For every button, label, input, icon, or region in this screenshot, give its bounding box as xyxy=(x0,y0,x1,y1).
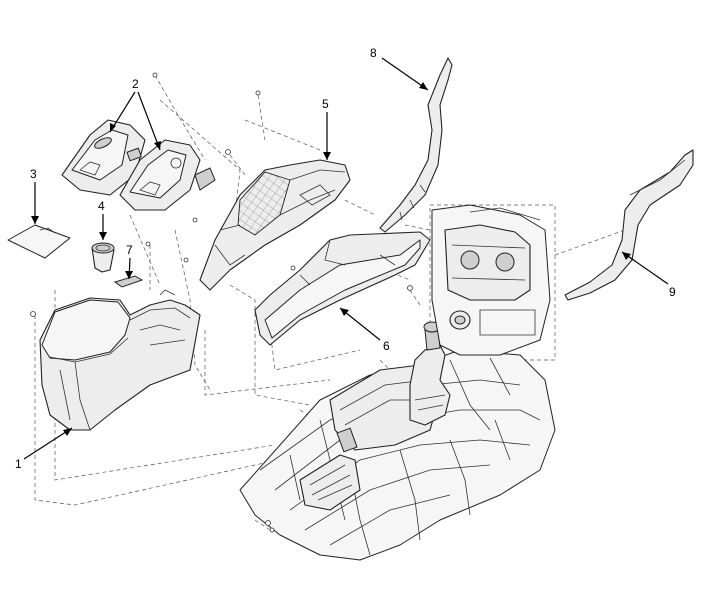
leader-lines xyxy=(23,57,669,460)
shift-lever-assembly xyxy=(409,321,451,426)
callout-7: 7 xyxy=(126,243,133,257)
callout-1: 1 xyxy=(15,457,22,471)
callout-8: 8 xyxy=(370,46,377,60)
callout-2: 2 xyxy=(132,77,139,91)
upper-cover-part-2a xyxy=(61,119,146,196)
main-console-shroud-part-5 xyxy=(199,159,351,291)
callout-9: 9 xyxy=(669,285,676,299)
fasteners xyxy=(30,72,413,533)
center-fascia-inset xyxy=(431,204,551,356)
callout-4: 4 xyxy=(98,199,105,213)
callout-5: 5 xyxy=(322,97,329,111)
console-mat-part-3 xyxy=(7,224,71,259)
cup-holder-part-4 xyxy=(91,242,115,273)
callout-3: 3 xyxy=(30,167,37,181)
parking-brake-assembly xyxy=(299,427,361,511)
trim-strip-part-9 xyxy=(564,149,694,301)
lower-console-panel-part-6 xyxy=(254,231,431,346)
rear-console-part-1 xyxy=(39,289,201,431)
callout-labels: 1 2 3 4 5 6 7 8 9 xyxy=(15,46,676,471)
upper-cover-part-2b xyxy=(119,139,216,211)
trim-strip-part-8 xyxy=(379,57,453,233)
callout-6: 6 xyxy=(383,339,390,353)
small-cover-part-7 xyxy=(113,275,144,288)
floor-panel xyxy=(239,349,556,561)
